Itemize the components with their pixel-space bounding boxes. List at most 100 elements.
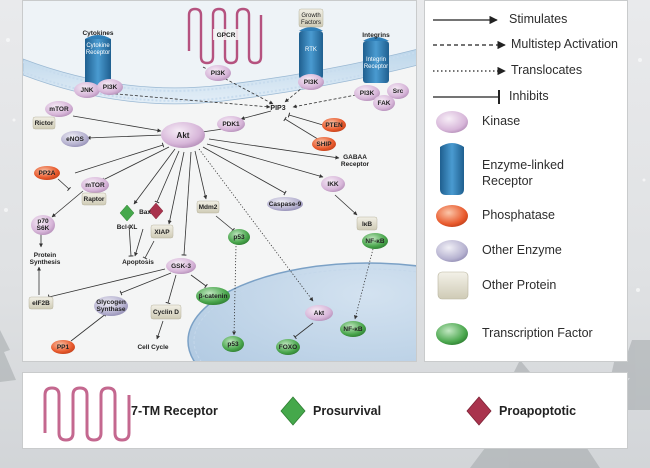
kinase-pi3k-rtk: PI3K bbox=[298, 74, 324, 90]
other-protein-swatch-icon bbox=[437, 271, 469, 300]
akt-pathway-diagram: Cytokine Receptor Cytokines GPCR RTK Gro… bbox=[22, 0, 417, 362]
kinase-pi3k-integrin: PI3K bbox=[354, 85, 380, 101]
svg-text:PIP3: PIP3 bbox=[270, 105, 285, 112]
cytokine-receptor-label: Cytokine bbox=[86, 43, 110, 49]
proapoptotic-diamond-icon bbox=[466, 396, 492, 426]
cell-cycle-label: Cell Cycle bbox=[137, 344, 168, 351]
kinase-gsk3: GSK-3 bbox=[166, 258, 196, 274]
bottom-legend-symbols bbox=[43, 386, 492, 442]
protein-raptor: Raptor bbox=[81, 192, 107, 206]
svg-text:Synthase: Synthase bbox=[97, 306, 126, 313]
svg-text:PI3K: PI3K bbox=[103, 84, 118, 91]
receptor-swatch-icon bbox=[440, 143, 464, 195]
svg-text:PI3K: PI3K bbox=[304, 79, 319, 86]
svg-text:FAK: FAK bbox=[378, 100, 391, 107]
svg-text:SHIP: SHIP bbox=[316, 141, 332, 148]
growth-factors-label-2: Factors bbox=[301, 20, 321, 26]
tf-nfkb-cytoplasm: NF-κB bbox=[362, 233, 388, 249]
svg-text:eNOS: eNOS bbox=[66, 136, 84, 143]
kinase-mtor-raptor: mTOR bbox=[81, 177, 109, 193]
svg-text:Mdm2: Mdm2 bbox=[199, 204, 218, 211]
svg-text:β-catenin: β-catenin bbox=[199, 293, 228, 300]
tf-p53-cytoplasm: p53 bbox=[228, 229, 250, 245]
kinase-akt-nuclear: Akt bbox=[305, 305, 333, 321]
svg-text:GABAA: GABAA bbox=[343, 154, 367, 161]
proapoptotic-label: Proapoptotic bbox=[499, 404, 577, 418]
svg-text:Caspase-9: Caspase-9 bbox=[269, 201, 302, 208]
svg-text:PTEN: PTEN bbox=[325, 122, 343, 129]
svg-text:Akt: Akt bbox=[177, 131, 190, 140]
legend-receptor: Enzyme-linked bbox=[482, 158, 564, 172]
prosurvival-diamond-icon bbox=[280, 396, 306, 426]
rtk-label: RTK bbox=[305, 47, 317, 53]
svg-text:IκB: IκB bbox=[362, 221, 372, 228]
svg-text:PP1: PP1 bbox=[57, 344, 70, 351]
legend-other-protein: Other Protein bbox=[482, 278, 557, 292]
gpcr-label: GPCR bbox=[217, 32, 236, 39]
svg-text:FOXO: FOXO bbox=[279, 344, 297, 351]
tf-foxo: FOXO bbox=[276, 339, 300, 355]
legend-panel: Stimulates Multistep Activation Transloc… bbox=[424, 0, 628, 362]
legend-stimulates: Stimulates bbox=[509, 12, 568, 26]
svg-text:JNK: JNK bbox=[80, 87, 93, 94]
svg-text:Glycogen: Glycogen bbox=[96, 299, 126, 306]
legend-translocates: Translocates bbox=[511, 63, 583, 77]
svg-text:Bcl-XL: Bcl-XL bbox=[117, 224, 138, 231]
phosphatase-pten: PTEN bbox=[322, 118, 346, 132]
svg-text:PP2A: PP2A bbox=[39, 170, 56, 177]
svg-text:p70: p70 bbox=[37, 218, 49, 225]
phosphatase-pp1: PP1 bbox=[51, 340, 75, 354]
cytokine-receptor-label-2: Receptor bbox=[86, 50, 110, 56]
legend-multistep: Multistep Activation bbox=[511, 37, 618, 51]
svg-text:eIF2B: eIF2B bbox=[32, 300, 50, 307]
integrin-receptor-label: Integrin bbox=[366, 57, 386, 63]
svg-text:IKK: IKK bbox=[327, 181, 339, 188]
seven-tm-receptor-icon bbox=[43, 386, 131, 442]
kinase-fak: FAK bbox=[373, 95, 395, 111]
pathway-canvas: Cytokine Receptor Cytokines GPCR RTK Gro… bbox=[23, 1, 416, 361]
legend-transcription-factor: Transcription Factor bbox=[482, 326, 593, 340]
kinase-pi3k-gpcr: PI3K bbox=[205, 65, 231, 81]
legend-other-enzyme: Other Enzyme bbox=[482, 243, 562, 257]
svg-text:p53: p53 bbox=[233, 234, 245, 241]
cytokines-label: Cytokines bbox=[82, 30, 113, 37]
svg-text:Rictor: Rictor bbox=[35, 120, 54, 127]
svg-text:PI3K: PI3K bbox=[360, 90, 375, 97]
protein-mdm2: Mdm2 bbox=[196, 200, 220, 214]
phosphatase-swatch-icon bbox=[436, 205, 468, 227]
legend-receptor-2: Receptor bbox=[482, 174, 533, 188]
svg-text:Src: Src bbox=[393, 88, 404, 95]
transcription-factor-swatch-icon bbox=[436, 323, 468, 345]
protein-synthesis-label-2: Synthesis bbox=[30, 259, 61, 266]
protein-ikb: IκB bbox=[356, 216, 378, 231]
other-enzyme-swatch-icon bbox=[436, 240, 468, 262]
svg-text:Cyclin D: Cyclin D bbox=[153, 309, 179, 316]
tf-p53-nuclear: p53 bbox=[222, 336, 244, 352]
enzyme-enos: eNOS bbox=[61, 131, 89, 147]
rtk-receptor: RTK bbox=[299, 27, 323, 79]
phosphatase-ship: SHIP bbox=[312, 137, 336, 151]
tf-beta-catenin: β-catenin bbox=[196, 287, 230, 305]
svg-text:Raptor: Raptor bbox=[84, 196, 105, 203]
inhibits-bar-icon bbox=[433, 90, 500, 104]
prosurvival-label: Prosurvival bbox=[313, 404, 382, 418]
phosphatase-pp2a: PP2A bbox=[34, 166, 60, 180]
svg-text:S6K: S6K bbox=[37, 225, 50, 232]
protein-pip3: PIP3 bbox=[270, 105, 285, 112]
nucleus bbox=[187, 262, 416, 361]
svg-text:Bax: Bax bbox=[139, 209, 151, 216]
kinase-ikk: IKK bbox=[321, 176, 345, 192]
protein-eif2b: eIF2B bbox=[28, 296, 54, 310]
seven-tm-receptor-label: 7-TM Receptor bbox=[131, 404, 218, 418]
svg-text:Receptor: Receptor bbox=[341, 161, 370, 168]
kinase-jnk: JNK bbox=[74, 82, 100, 98]
legend-kinase: Kinase bbox=[482, 114, 521, 128]
legend-inhibits: Inhibits bbox=[509, 89, 549, 103]
svg-text:GSK-3: GSK-3 bbox=[171, 263, 191, 270]
svg-text:NF-κB: NF-κB bbox=[343, 326, 362, 333]
integrin-receptor: Integrin Receptor bbox=[363, 37, 389, 83]
legend-symbols bbox=[433, 15, 506, 345]
